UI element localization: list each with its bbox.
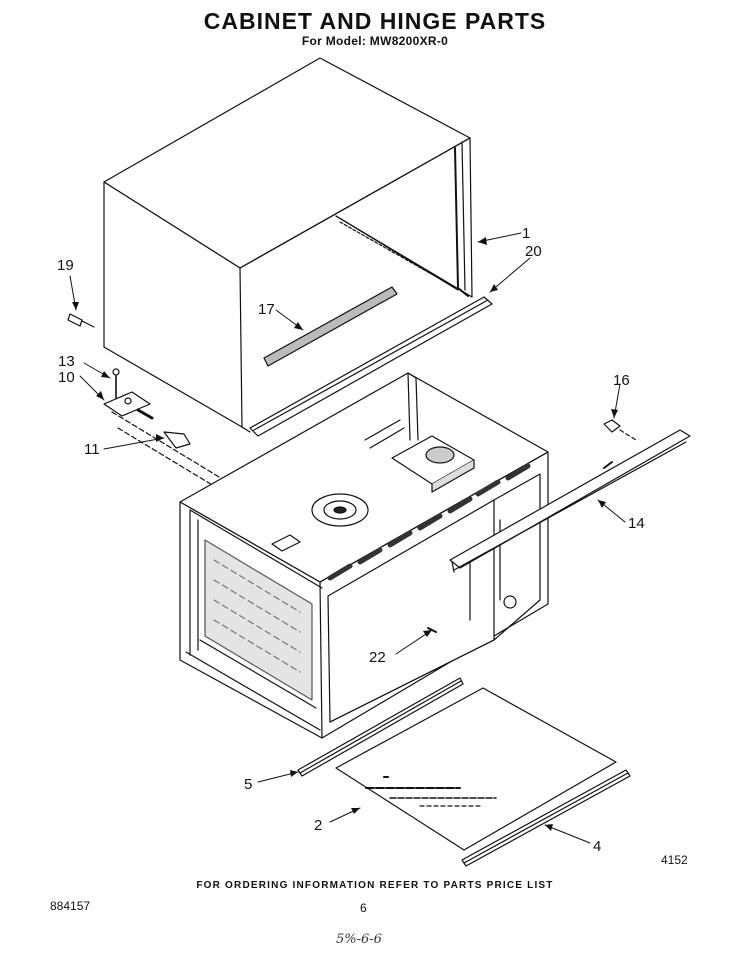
model-subtitle: For Model: MW8200XR-0: [301, 34, 449, 48]
callout-10: 10: [58, 369, 75, 386]
screw-19: [67, 313, 95, 328]
callout-19: 19: [57, 257, 74, 274]
front-trim-strip: [297, 677, 464, 777]
callout-4: 4: [593, 838, 601, 855]
hinge-bar: [449, 429, 691, 573]
callout-20: 20: [525, 243, 542, 260]
rear-rail: [249, 296, 493, 437]
page-number: 6: [360, 901, 367, 915]
figure-number: 4152: [661, 853, 688, 867]
bottom-cover-plate: [335, 687, 617, 851]
ordering-info-note: FOR ORDERING INFORMATION REFER TO PARTS …: [196, 880, 554, 891]
callout-labels: 1 20 19 17 13 10 11 16 14 22 5 2 4: [57, 225, 645, 855]
callout-14: 14: [628, 515, 645, 532]
handwritten-note: 5%-6-6: [336, 932, 382, 947]
callout-13: 13: [58, 353, 75, 370]
callout-2: 2: [314, 817, 322, 834]
leader-arrowheads: [72, 237, 618, 831]
callout-17: 17: [258, 301, 275, 318]
oven-chassis: [179, 372, 549, 739]
callout-16: 16: [613, 372, 630, 389]
cabinet-wrapper: [103, 57, 473, 433]
callout-22: 22: [369, 649, 386, 666]
page-title: CABINET AND HINGE PARTS: [203, 8, 547, 34]
callout-1: 1: [522, 225, 530, 242]
nut-16: [603, 419, 637, 441]
callout-5: 5: [244, 776, 252, 793]
document-number: 884157: [50, 899, 91, 913]
mounting-strip: [263, 286, 398, 367]
callout-11: 11: [84, 441, 100, 458]
rear-trim-strip: [461, 769, 631, 867]
